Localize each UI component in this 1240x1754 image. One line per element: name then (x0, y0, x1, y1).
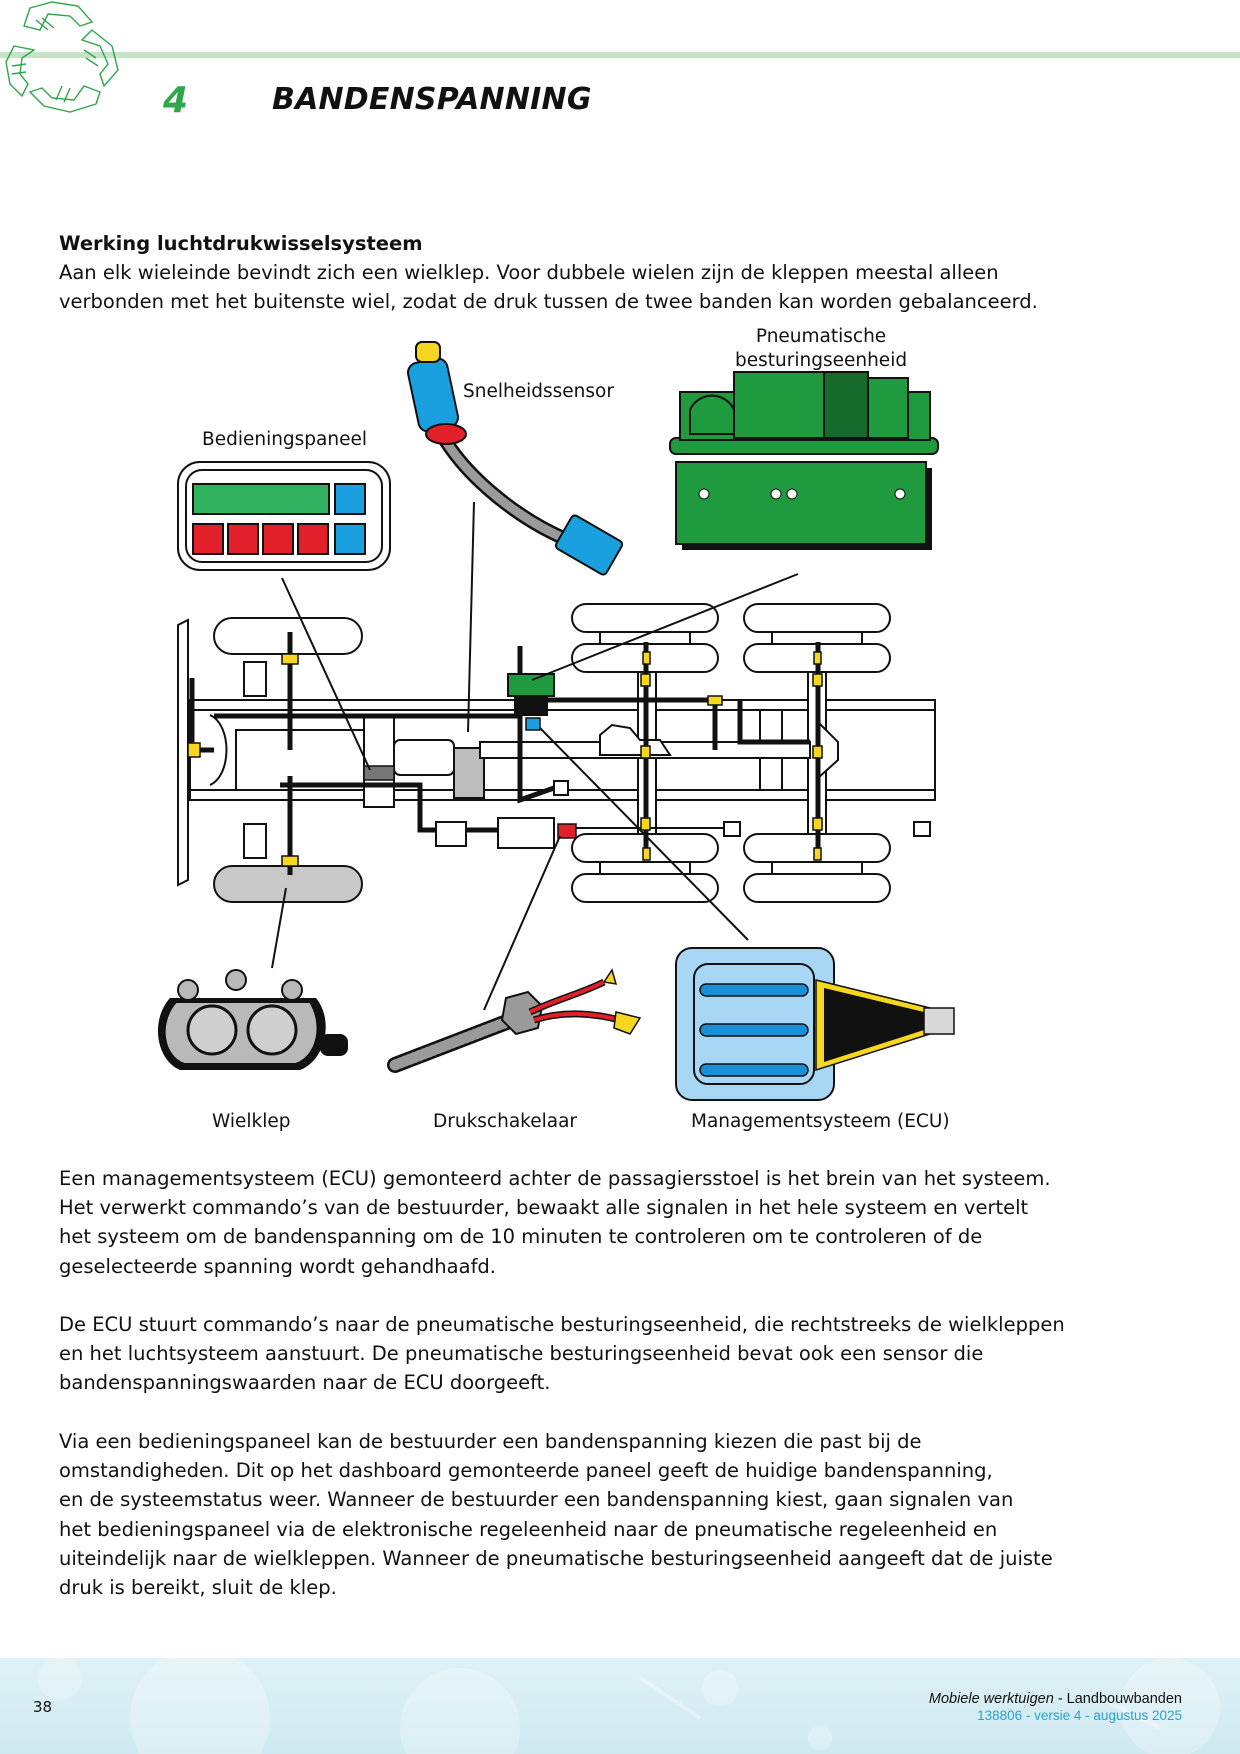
chassis-sensor (525, 717, 541, 731)
control-panel-illustration (177, 461, 391, 571)
body-paragraph-1: Een managementsysteem (ECU) gemonteerd a… (59, 1164, 1069, 1281)
label-pneumatic-unit: Pneumatische besturingseenheid (735, 325, 907, 373)
section-heading: Werking luchtdrukwisselsysteem (59, 232, 423, 255)
ecu-illustration (675, 947, 955, 1101)
label-speed-sensor: Snelheidssensor (463, 381, 614, 402)
wheel-valve-illustration (157, 969, 348, 1070)
wheel-valve-markers (187, 651, 823, 867)
chassis-panel-mount (363, 765, 395, 781)
diagram-drawing (157, 341, 955, 1101)
page-number: 38 (33, 1698, 53, 1716)
chassis-pneumatic-unit (507, 673, 555, 697)
page-footer: 38 Mobiele werktuigen - Landbouwbanden 1… (0, 1658, 1240, 1754)
label-pneumatic-unit-line1: Pneumatische (755, 326, 887, 347)
body-line: Het verwerkt commando’s van de bestuurde… (59, 1196, 1029, 1220)
vehicle-chassis (177, 603, 936, 903)
tire-pressure-system-diagram: Pneumatische besturingseenheid Snelheids… (0, 326, 1240, 1140)
body-line: Via een bedieningspaneel kan de bestuurd… (59, 1430, 922, 1453)
footer-title-italic: Mobiele werktuigen (928, 1691, 1054, 1707)
header-rule (0, 52, 1240, 58)
body-line: bandenspanningswaarden naar de ECU doorg… (59, 1371, 551, 1395)
pressure-switch-illustration (387, 968, 642, 1073)
body-line: en het luchtsysteem aanstuurt. De pneuma… (59, 1342, 984, 1366)
body-line: het bedieningspaneel via de elektronisch… (59, 1517, 998, 1541)
body-paragraph-2: De ECU stuurt commando’s naar de pneumat… (59, 1310, 1069, 1398)
footer-bubbles-decoration (38, 1658, 1220, 1754)
body-line: omstandigheden. Dit op het dashboard gem… (59, 1459, 993, 1483)
label-pressure-switch: Drukschakelaar (433, 1111, 578, 1132)
label-ecu: Managementsysteem (ECU) (691, 1111, 950, 1132)
body-line: druk is bereikt, sluit de klep. (59, 1576, 337, 1600)
intro-section: Werking luchtdrukwisselsysteem Aan elk w… (59, 229, 1069, 317)
recycle-logo-icon (5, 1, 119, 113)
footer-publication: Mobiele werktuigen - Landbouwbanden 1388… (929, 1691, 1182, 1723)
leader-lines (271, 501, 799, 1011)
body-line: geselecteerde spanning wordt gehandhaafd… (59, 1254, 497, 1278)
chassis-pressure-switch (557, 823, 577, 839)
body-line: en de systeemstatus weer. Wanneer de bes… (59, 1488, 1014, 1512)
body-line: het systeem om de bandenspanning om de 1… (59, 1225, 983, 1249)
label-wheel-valve: Wielklep (212, 1111, 291, 1132)
chassis-pneumatic-block (514, 696, 548, 716)
intro-line: verbonden met het buitenste wiel, zodat … (59, 290, 1038, 314)
speed-sensor-illustration (407, 341, 624, 576)
body-line: uiteindelijk naar de wielkleppen. Wannee… (59, 1546, 1053, 1570)
pneumatic-unit-illustration (669, 371, 939, 550)
chapter-number: 4 (163, 80, 189, 121)
footer-title-rest: - Landbouwbanden (1053, 1691, 1182, 1707)
footer-title: Mobiele werktuigen - Landbouwbanden (929, 1691, 1182, 1707)
body-line: Een managementsysteem (ECU) gemonteerd a… (59, 1167, 1051, 1190)
intro-line: Aan elk wieleinde bevindt zich een wielk… (59, 261, 999, 285)
chapter-title: BANDENSPANNING (272, 82, 592, 117)
label-control-panel: Bedieningspaneel (202, 429, 368, 450)
body-paragraph-3: Via een bedieningspaneel kan de bestuurd… (59, 1427, 1069, 1602)
footer-version: 138806 - versie 4 - augustus 2025 (977, 1708, 1182, 1723)
body-line: De ECU stuurt commando’s naar de pneumat… (59, 1313, 1065, 1336)
label-pneumatic-unit-line2: besturingseenheid (735, 350, 908, 371)
